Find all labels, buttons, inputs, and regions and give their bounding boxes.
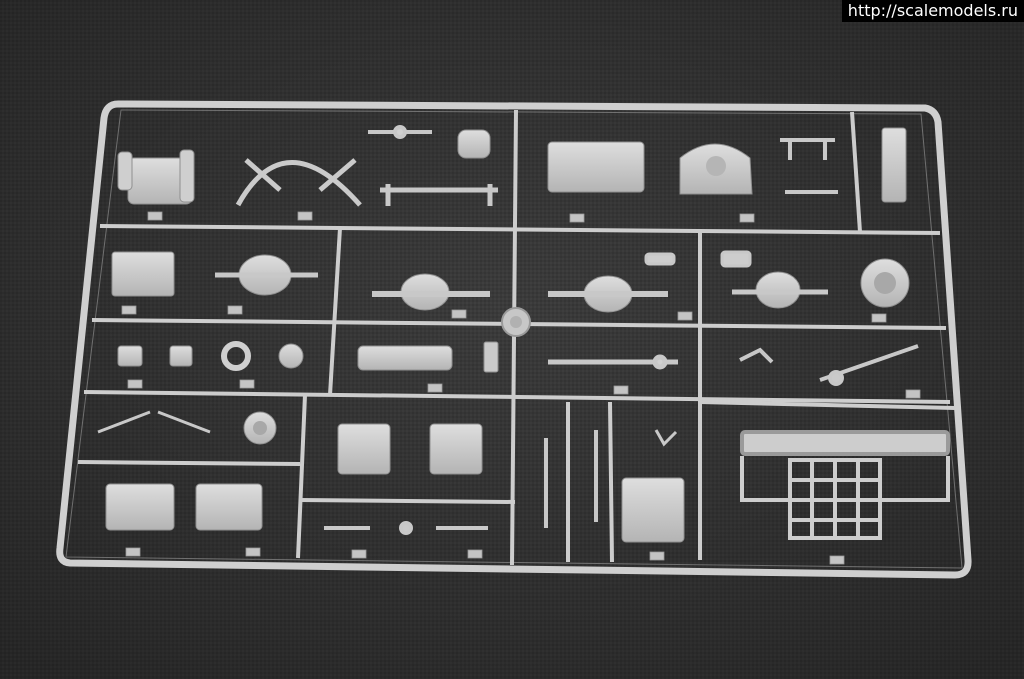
part-engine-block [547,141,645,193]
part-lever [739,344,919,386]
part-small-blocks [117,345,193,367]
part-grille [740,430,950,540]
part-rings [221,341,304,371]
part-vertical-rods [544,430,598,528]
part-hood-block [457,129,491,159]
part-beam-top [380,184,498,206]
watermark-url: http://scalemodels.ru [841,0,1024,22]
part-axle-2 [372,273,490,311]
part-fifth-wheel [679,143,753,195]
part-clip [654,429,678,447]
part-tall-bracket [881,127,907,203]
sprue-frame [56,100,972,579]
part-box [111,251,175,297]
part-engine-long [357,345,453,371]
part-arched-frame [235,158,362,207]
part-seat-box [621,477,685,543]
part-bottom-small [324,521,488,535]
part-wheel-hub [860,258,910,308]
part-small-axle-top [368,125,432,139]
part-exhaust-pipe [548,354,678,370]
part-drum [117,149,195,205]
part-tyre-small [243,411,277,445]
part-bracket-top-right [780,138,835,160]
part-tanks [337,423,483,475]
part-wire-arms [97,410,211,434]
sprue-hub [501,307,531,337]
part-differential-4 [732,271,828,309]
part-fuel-tanks-bottom [105,483,263,531]
part-axle-3 [548,275,668,313]
part-differential-1 [215,254,318,296]
